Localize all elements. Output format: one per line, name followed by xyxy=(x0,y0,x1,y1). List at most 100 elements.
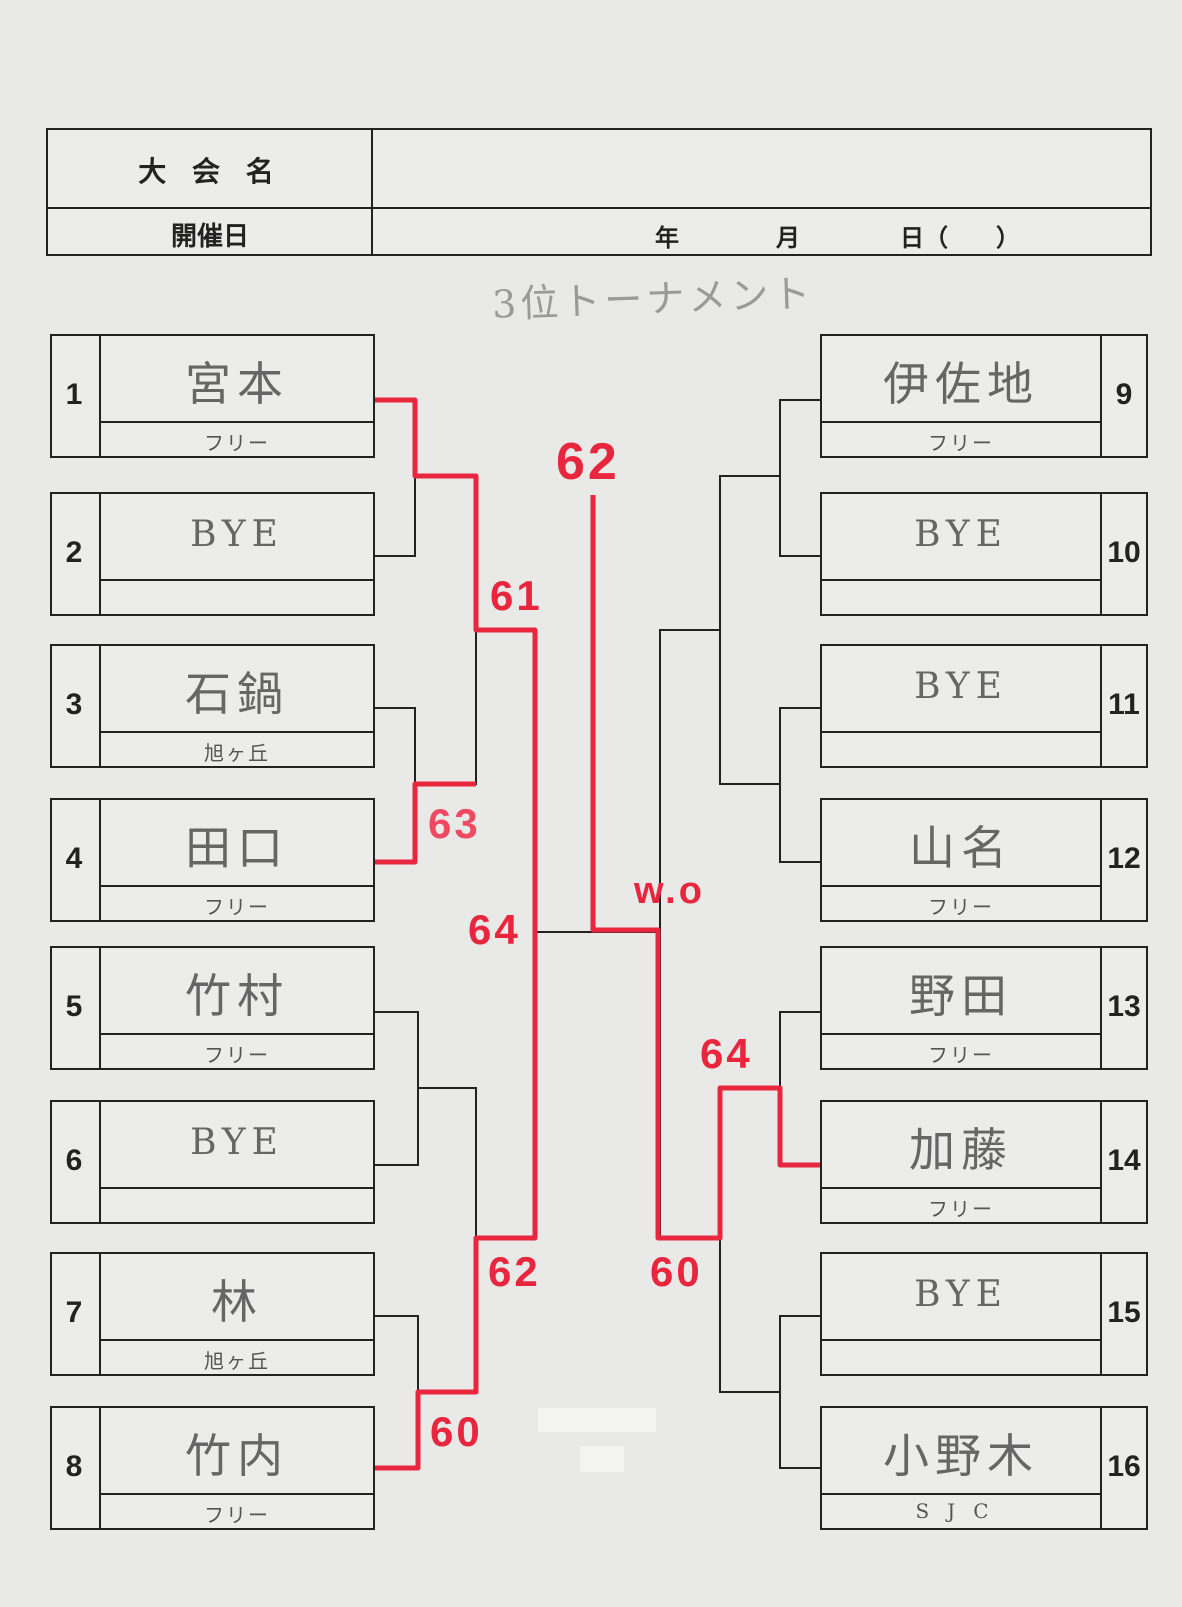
entry-inner-box xyxy=(820,1100,1102,1224)
entry-name[interactable]: 加藤 xyxy=(909,1123,1013,1177)
club-divider xyxy=(99,421,375,423)
entry-number: 3 xyxy=(65,688,83,721)
date-month: 月 xyxy=(776,224,800,252)
entry-box xyxy=(50,1100,375,1224)
tournament-name-label: 大 会 名 xyxy=(138,155,282,188)
club-divider xyxy=(99,885,375,887)
entry-club[interactable]: 旭ヶ丘 xyxy=(204,1349,270,1373)
club-divider xyxy=(820,1187,1102,1189)
tape-piece xyxy=(538,1408,656,1432)
entry-inner-box xyxy=(820,644,1102,768)
score-right-semi-bottom: 60 xyxy=(650,1248,703,1295)
entry-name[interactable]: 小野木 xyxy=(883,1429,1039,1483)
entry-name[interactable]: BYE xyxy=(914,514,1008,555)
entry-number: 16 xyxy=(1107,1450,1141,1483)
club-divider xyxy=(99,1493,375,1495)
entry-number: 6 xyxy=(65,1144,83,1177)
entry-box xyxy=(820,1252,1148,1376)
score-left-r1-3v4: 63 xyxy=(428,800,481,847)
entry-box xyxy=(820,334,1148,458)
entry-inner-box xyxy=(99,946,375,1070)
entry-number: 4 xyxy=(65,842,83,875)
entry-box xyxy=(50,644,375,768)
club-divider xyxy=(99,1187,375,1189)
entry-inner-box xyxy=(820,334,1102,458)
entry-number: 15 xyxy=(1107,1296,1141,1329)
entry-box xyxy=(50,946,375,1070)
club-divider xyxy=(820,1339,1102,1341)
club-divider xyxy=(99,579,375,581)
date-label: 開催日 xyxy=(170,222,249,252)
date-day: 日（ ） xyxy=(900,224,1020,252)
entry-number: 10 xyxy=(1107,536,1141,569)
entry-name[interactable]: BYE xyxy=(190,514,284,555)
score-right-semi: w.o xyxy=(634,870,705,912)
score-left-final: 64 xyxy=(468,906,521,953)
entry-club[interactable]: フリー xyxy=(928,1043,994,1067)
entry-number: 12 xyxy=(1107,842,1141,875)
entry-name[interactable]: BYE xyxy=(914,1274,1008,1315)
entry-inner-box xyxy=(820,798,1102,922)
score-final: 62 xyxy=(556,433,620,491)
entry-number: 2 xyxy=(65,536,83,569)
entry-name[interactable]: BYE xyxy=(190,1122,284,1163)
entry-number: 5 xyxy=(65,990,83,1023)
club-divider xyxy=(820,731,1102,733)
date-year: 年 xyxy=(655,224,679,252)
entry-club[interactable]: SJC xyxy=(915,1499,1007,1523)
club-divider xyxy=(820,421,1102,423)
entry-name[interactable]: 田口 xyxy=(185,821,289,875)
entry-inner-box xyxy=(99,1252,375,1376)
entry-club[interactable]: フリー xyxy=(928,895,994,919)
score-right-r1-13v14: 64 xyxy=(700,1030,753,1077)
entry-inner-box xyxy=(820,1252,1102,1376)
entry-club[interactable]: フリー xyxy=(204,431,270,455)
entry-inner-box xyxy=(99,334,375,458)
entry-inner-box xyxy=(99,798,375,922)
entry-name[interactable]: 林 xyxy=(211,1275,263,1329)
entry-inner-box xyxy=(820,492,1102,616)
entry-club[interactable]: フリー xyxy=(928,431,994,455)
score-left-semi-top: 61 xyxy=(490,572,543,619)
entry-club[interactable]: フリー xyxy=(204,1043,270,1067)
score-left-semi-bottom: 62 xyxy=(488,1248,541,1295)
entry-club[interactable]: フリー xyxy=(204,1503,270,1527)
entry-name[interactable]: 竹村 xyxy=(185,969,289,1023)
entry-number: 11 xyxy=(1108,688,1140,721)
club-divider xyxy=(820,1033,1102,1035)
entry-club[interactable]: 旭ヶ丘 xyxy=(204,741,270,765)
club-divider xyxy=(820,885,1102,887)
header-table xyxy=(46,128,1152,256)
entry-name[interactable]: BYE xyxy=(914,666,1008,707)
header-divider xyxy=(46,207,1152,209)
entry-box xyxy=(50,798,375,922)
club-divider xyxy=(99,1033,375,1035)
entry-club[interactable]: フリー xyxy=(928,1197,994,1221)
entry-name[interactable]: 宮本 xyxy=(185,357,289,411)
entry-inner-box xyxy=(99,644,375,768)
entry-number: 8 xyxy=(65,1450,83,1483)
entry-number: 14 xyxy=(1107,1144,1141,1177)
club-divider xyxy=(820,1493,1102,1495)
entry-inner-box xyxy=(820,946,1102,1070)
entry-name[interactable]: 石鍋 xyxy=(185,667,289,721)
entry-name[interactable]: 山名 xyxy=(909,821,1013,875)
entry-name[interactable]: 野田 xyxy=(909,969,1013,1023)
entry-number: 1 xyxy=(65,378,83,411)
entry-name[interactable]: 竹内 xyxy=(185,1429,289,1483)
entry-number: 13 xyxy=(1107,990,1141,1023)
entry-club[interactable]: フリー xyxy=(204,895,270,919)
entry-inner-box xyxy=(820,1406,1102,1530)
club-divider xyxy=(99,1339,375,1341)
entry-name[interactable]: 伊佐地 xyxy=(883,357,1039,411)
club-divider xyxy=(99,731,375,733)
entry-inner-box xyxy=(99,1100,375,1224)
entry-inner-box xyxy=(99,492,375,616)
entry-inner-box xyxy=(99,1406,375,1530)
score-left-r1-7v8: 60 xyxy=(430,1408,483,1455)
club-divider xyxy=(820,579,1102,581)
entry-number: 7 xyxy=(65,1296,83,1329)
entry-number: 9 xyxy=(1115,378,1133,411)
